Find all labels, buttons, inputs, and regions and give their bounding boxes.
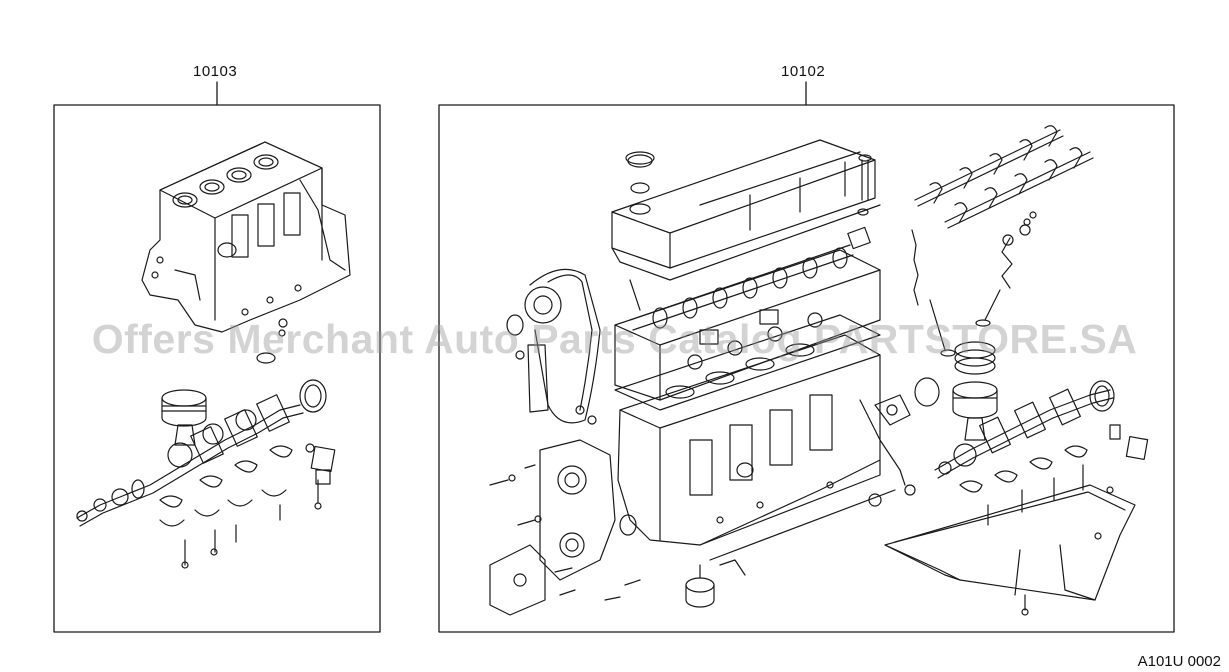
oil-filter[interactable] <box>685 559 746 608</box>
timing-chain[interactable] <box>506 268 641 424</box>
piston-set[interactable] <box>952 341 1115 441</box>
rocker-cover[interactable] <box>611 139 881 281</box>
illustration-code: A101U 0002 <box>1137 653 1221 670</box>
oil-seal[interactable] <box>874 377 940 426</box>
crankshaft[interactable] <box>934 388 1149 526</box>
cylinder-head[interactable] <box>614 249 881 401</box>
crankshaft-assembly[interactable] <box>76 379 336 569</box>
dipstick[interactable] <box>859 399 916 507</box>
engine-block[interactable] <box>617 334 896 561</box>
valve-train[interactable] <box>911 224 1031 357</box>
front-cover[interactable] <box>489 439 637 616</box>
short-block-part-number[interactable]: 10103 <box>193 63 238 80</box>
oil-pan[interactable] <box>884 484 1136 616</box>
head-bolt[interactable] <box>857 154 872 216</box>
rocker-shaft-assembly[interactable] <box>914 125 1094 229</box>
oil-filler-cap[interactable] <box>625 151 655 194</box>
engine-assembly-part-number[interactable]: 10102 <box>781 63 826 80</box>
bolts-set[interactable] <box>489 405 641 601</box>
cylinder-block[interactable] <box>141 141 351 364</box>
head-gasket[interactable] <box>614 314 881 411</box>
